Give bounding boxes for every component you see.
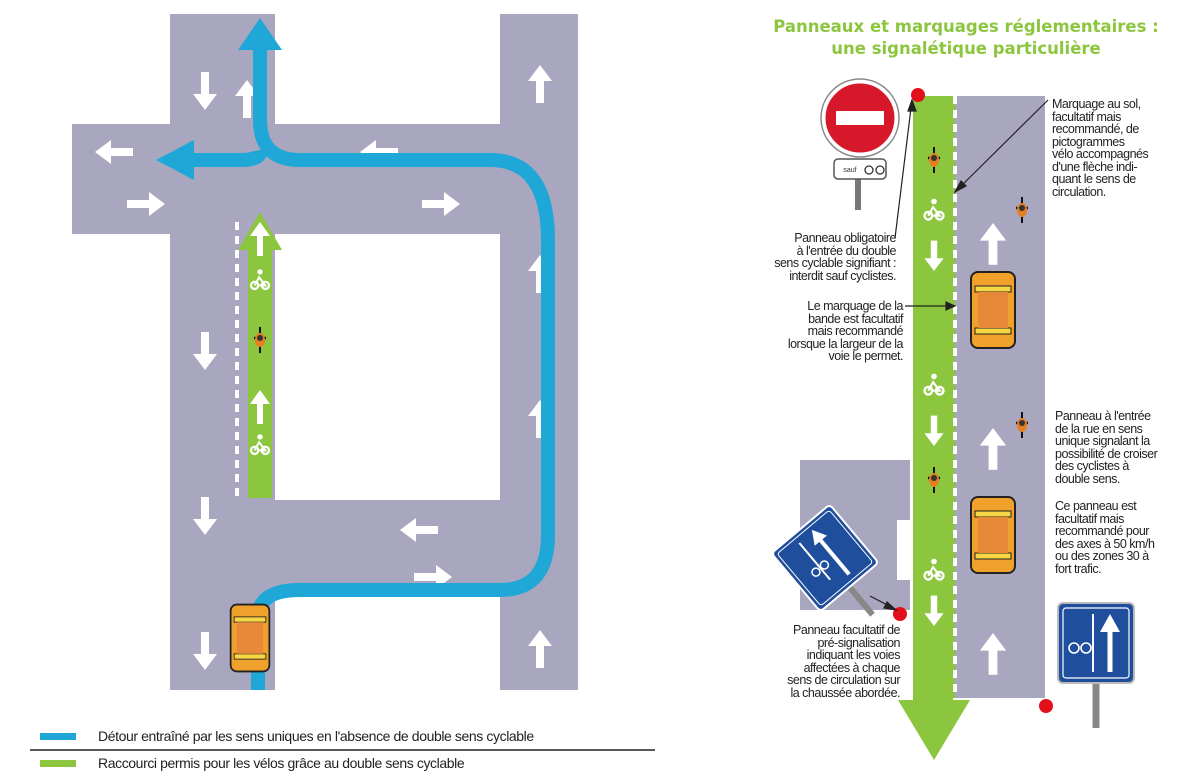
legend-shortcut-label: Raccourci permis pour les vélos grâce au… bbox=[98, 755, 465, 771]
annotation-optional-sign: Ce panneau est facultatif mais recommand… bbox=[1055, 499, 1155, 576]
car-left bbox=[229, 603, 271, 673]
annotation-sign-required: Panneau obligatoire à l'entrée du double… bbox=[774, 231, 896, 283]
title-line1: Panneaux et marquages réglementaires : bbox=[773, 17, 1159, 36]
annotation-marking: Marquage au sol, facultatif mais recomma… bbox=[1052, 97, 1149, 199]
title-line2: une signalétique particulière bbox=[831, 39, 1101, 58]
annotation-presignal: Panneau facultatif de pré-signalisation … bbox=[787, 623, 900, 700]
cycle-lane-right bbox=[897, 96, 970, 760]
sign-location-dots bbox=[893, 88, 1053, 713]
annotation-lane: Le marquage de la bande est facultatif m… bbox=[787, 299, 904, 363]
legend-detour-label: Détour entraîné par les sens uniques en … bbox=[98, 728, 534, 744]
legend-detour-swatch bbox=[40, 732, 76, 740]
detour-route bbox=[156, 18, 555, 690]
car-right-1 bbox=[970, 271, 1016, 349]
annotation-leaders bbox=[869, 98, 1049, 611]
car-right-2 bbox=[970, 496, 1016, 574]
annotation-entry-sign: Panneau à l'entrée de la rue en sens uni… bbox=[1055, 409, 1158, 486]
contraflow-sign-icon bbox=[1057, 602, 1135, 728]
cycle-contraflow-lane-left bbox=[235, 212, 282, 500]
legend-detour: Détour entraîné par les sens uniques en … bbox=[40, 728, 534, 744]
street-right bbox=[800, 96, 1045, 698]
sign-plate-text: sauf bbox=[843, 167, 856, 174]
legend-shortcut-swatch bbox=[40, 759, 76, 767]
no-entry-sign-icon: sauf bbox=[820, 78, 900, 210]
right-title: Panneaux et marquages réglementaires : u… bbox=[742, 16, 1190, 60]
legend-shortcut: Raccourci permis pour les vélos grâce au… bbox=[40, 755, 465, 771]
presignal-sign-icon bbox=[772, 505, 878, 617]
